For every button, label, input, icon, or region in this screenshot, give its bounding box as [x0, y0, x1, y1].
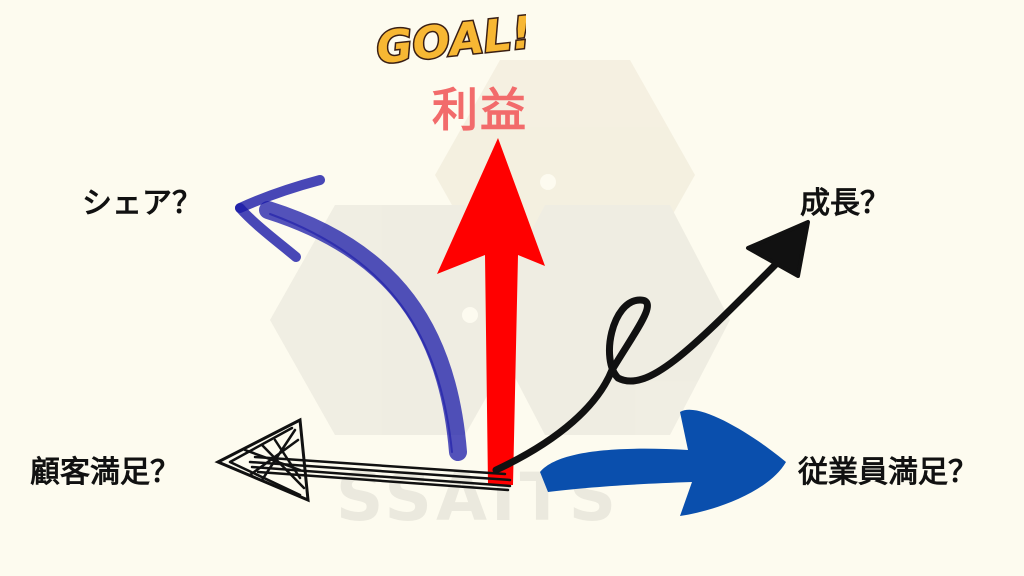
share-arrow	[235, 175, 467, 461]
customer-satisfaction-label: 顧客満足？	[30, 455, 180, 490]
customer-satisfaction-arrow	[214, 417, 512, 503]
goal-badge-icon: GOAL!	[372, 6, 526, 72]
growth-arrow	[492, 220, 810, 474]
share-label: シェア？	[82, 186, 202, 221]
profit-arrow	[437, 138, 545, 485]
employee-satisfaction-label: 従業員満足？	[798, 455, 978, 490]
profit-label: 利益	[432, 83, 528, 137]
goal-badge-text: GOAL!	[374, 7, 526, 72]
growth-label: 成長？	[800, 186, 890, 221]
employee-satisfaction-arrow	[540, 409, 786, 516]
